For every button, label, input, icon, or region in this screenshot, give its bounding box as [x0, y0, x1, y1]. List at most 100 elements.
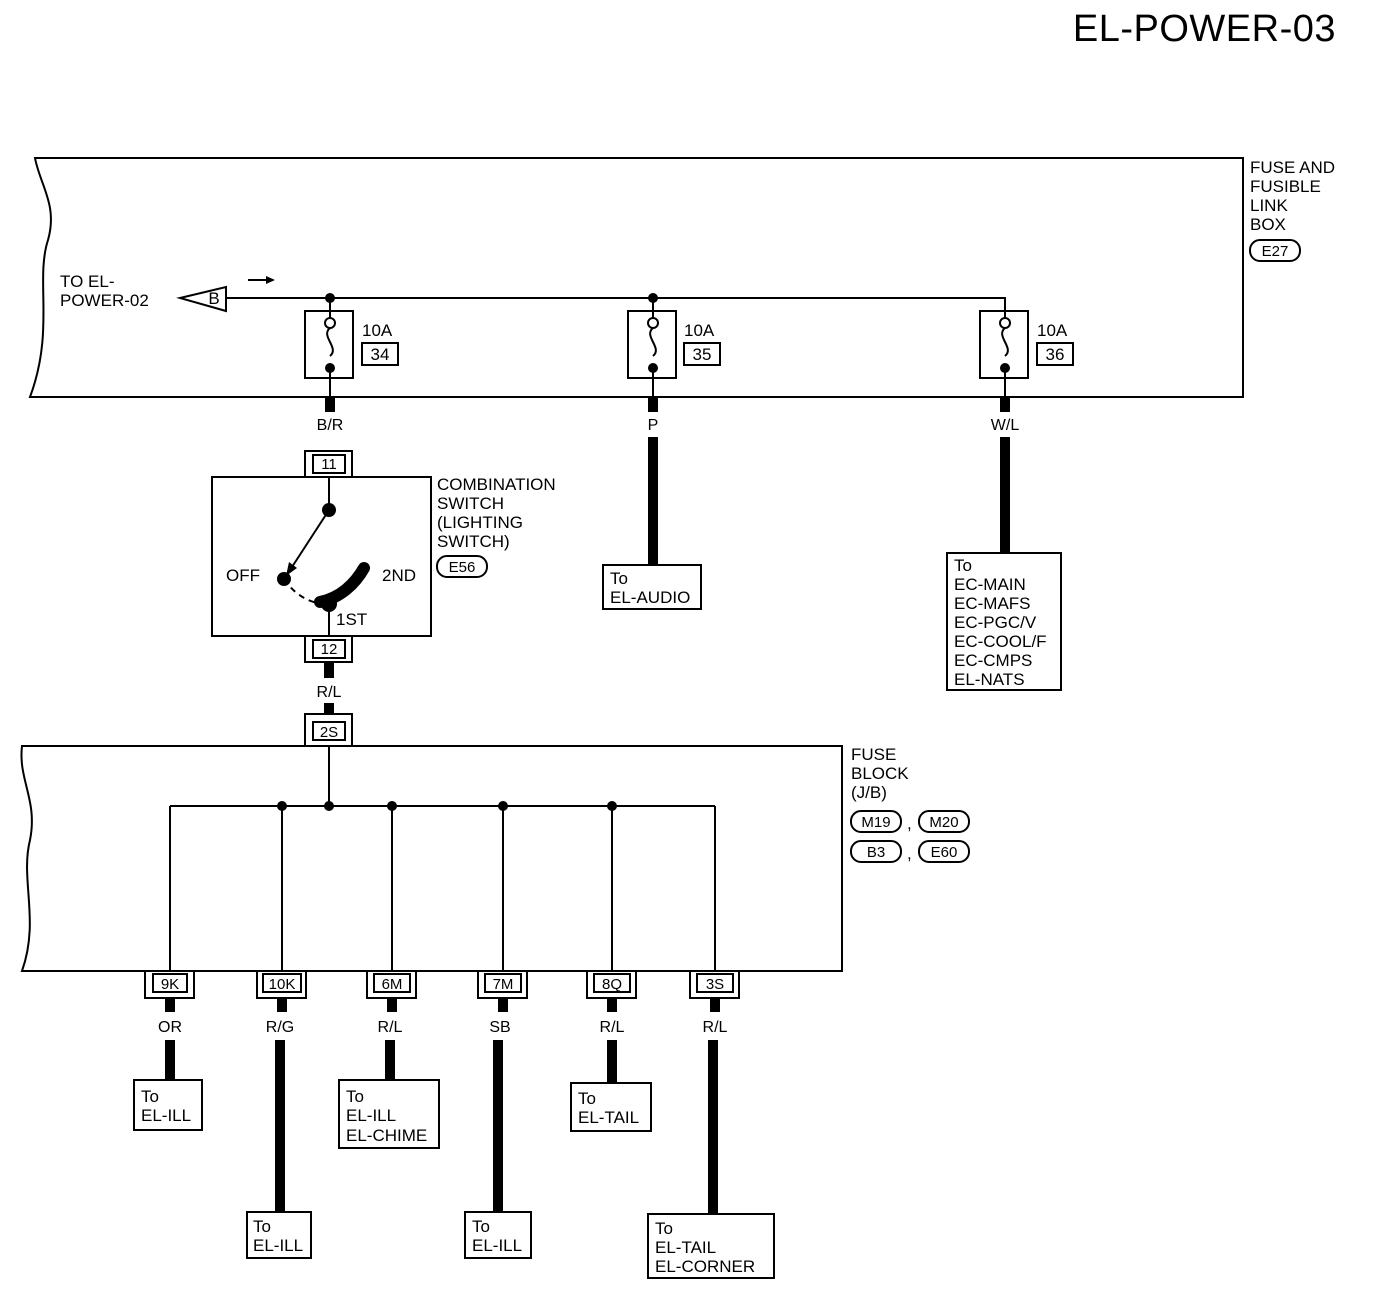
to-power02-label: TO EL- — [60, 272, 114, 291]
svg-text:To: To — [253, 1217, 271, 1236]
svg-text:35: 35 — [693, 345, 712, 364]
svg-text:To: To — [472, 1217, 490, 1236]
combination-switch: 11 COMBINATION SWITCH (LIGHTING SWITCH) … — [211, 450, 556, 663]
fuse-34: 10A 34 — [304, 298, 399, 397]
wire-p: P — [648, 397, 659, 565]
svg-text:10A: 10A — [1037, 321, 1068, 340]
svg-text:EL-NATS: EL-NATS — [954, 670, 1025, 689]
fuse-link-box-label: FUSE AND FUSIBLE LINK BOX — [1250, 158, 1335, 234]
svg-text:P: P — [648, 417, 659, 434]
terminal-2s: 2S — [304, 713, 353, 746]
svg-text:SWITCH): SWITCH) — [437, 532, 510, 551]
svg-text:EL-TAIL: EL-TAIL — [578, 1108, 639, 1127]
svg-text:SB: SB — [489, 1019, 510, 1036]
svg-text:36: 36 — [1046, 345, 1065, 364]
svg-text:EL-ILL: EL-ILL — [141, 1106, 191, 1125]
svg-text:EL-AUDIO: EL-AUDIO — [610, 588, 690, 607]
svg-text:To: To — [655, 1219, 673, 1238]
svg-text:34: 34 — [371, 345, 390, 364]
svg-text:11: 11 — [321, 456, 337, 473]
svg-text:To: To — [954, 556, 972, 575]
svg-text:E60: E60 — [931, 844, 958, 861]
output-3s: 3S R/L To EL-TAIL EL-CORNER — [647, 971, 775, 1279]
svg-text:3S: 3S — [706, 976, 724, 993]
svg-text:EL-TAIL: EL-TAIL — [655, 1238, 716, 1257]
svg-text:B3: B3 — [867, 844, 885, 861]
svg-text:10A: 10A — [684, 321, 715, 340]
svg-text:EL-ILL: EL-ILL — [253, 1236, 303, 1255]
svg-text:E56: E56 — [449, 559, 476, 576]
connector-badges-fuse-block: M19 , M20 B3 , E60 — [850, 810, 970, 863]
wire-wl: W/L — [991, 397, 1020, 553]
svg-text:To: To — [346, 1087, 364, 1106]
switch-pos-2nd: 2ND — [382, 566, 416, 585]
svg-text:EC-PGC/V: EC-PGC/V — [954, 613, 1037, 632]
svg-text:LINK: LINK — [1250, 196, 1288, 215]
svg-text:BLOCK: BLOCK — [851, 764, 909, 783]
to-power02-label-2: POWER-02 — [60, 291, 149, 310]
svg-text:2S: 2S — [320, 724, 338, 741]
svg-text:7M: 7M — [493, 976, 514, 993]
fuse-block: 2S FUSE BLOCK (J/B) M19 , M20 B3 , E60 — [20, 713, 970, 972]
output-6m: 6M R/L To EL-ILL EL-CHIME — [338, 971, 440, 1149]
svg-text:10A: 10A — [362, 321, 393, 340]
switch-pos-1st: 1ST — [336, 610, 367, 629]
output-8q: 8Q R/L To EL-TAIL — [570, 971, 652, 1132]
svg-text:EL-ILL: EL-ILL — [346, 1106, 396, 1125]
wire-rl-switch-out: R/L — [317, 662, 342, 714]
svg-text:EL-CORNER: EL-CORNER — [655, 1257, 755, 1276]
svg-text:BOX: BOX — [1250, 215, 1286, 234]
svg-text:EC-COOL/F: EC-COOL/F — [954, 632, 1047, 651]
fuse-link-box: FUSE AND FUSIBLE LINK BOX E27 TO EL- POW… — [28, 157, 1335, 398]
output-10k: 10K R/G To EL-ILL — [246, 971, 312, 1259]
svg-text:(J/B): (J/B) — [851, 783, 887, 802]
svg-text:12: 12 — [321, 641, 338, 658]
svg-text:10K: 10K — [269, 976, 296, 993]
svg-text:E27: E27 — [1262, 243, 1289, 260]
svg-text:To: To — [610, 569, 628, 588]
svg-text:M20: M20 — [929, 814, 958, 831]
page-title: EL-POWER-03 — [1072, 8, 1336, 50]
terminal-11: 11 — [304, 450, 353, 477]
svg-text:EL-CHIME: EL-CHIME — [346, 1126, 427, 1145]
dest-el-audio: To EL-AUDIO — [602, 564, 702, 610]
svg-text:EC-MAFS: EC-MAFS — [954, 594, 1031, 613]
svg-text:B: B — [208, 289, 219, 308]
svg-text:W/L: W/L — [991, 417, 1020, 434]
svg-text:B/R: B/R — [317, 417, 344, 434]
svg-text:R/L: R/L — [378, 1019, 403, 1036]
switch-pos-off: OFF — [226, 566, 260, 585]
connector-badge-e56: E56 — [436, 555, 488, 578]
svg-text:6M: 6M — [382, 976, 403, 993]
svg-text:COMBINATION: COMBINATION — [437, 475, 556, 494]
current-direction-arrow — [248, 276, 275, 284]
svg-text:EL-ILL: EL-ILL — [472, 1236, 522, 1255]
fuse-36: 10A 36 — [979, 310, 1074, 397]
output-9k: 9K OR To EL-ILL — [133, 971, 203, 1131]
wire-br: B/R — [317, 397, 344, 434]
svg-text:R/G: R/G — [266, 1019, 294, 1036]
connector-badge-e27: E27 — [1249, 239, 1301, 262]
dest-ec-group: To EC-MAIN EC-MAFS EC-PGC/V EC-COOL/F EC… — [946, 552, 1062, 691]
svg-text:R/L: R/L — [600, 1019, 625, 1036]
svg-text:,: , — [907, 844, 912, 863]
svg-text:OR: OR — [158, 1019, 182, 1036]
svg-text:R/L: R/L — [317, 684, 342, 701]
svg-text:To: To — [578, 1089, 596, 1108]
svg-text:9K: 9K — [161, 976, 179, 993]
svg-text:FUSE: FUSE — [851, 745, 896, 764]
svg-text:(LIGHTING: (LIGHTING — [437, 513, 523, 532]
svg-text:EC-MAIN: EC-MAIN — [954, 575, 1026, 594]
terminal-12: 12 — [304, 636, 353, 663]
svg-text:8Q: 8Q — [602, 976, 622, 993]
power-bus — [226, 297, 1006, 318]
svg-text:,: , — [907, 814, 912, 833]
svg-text:EC-CMPS: EC-CMPS — [954, 651, 1032, 670]
svg-text:SWITCH: SWITCH — [437, 494, 504, 513]
svg-text:FUSE AND: FUSE AND — [1250, 158, 1335, 177]
svg-text:FUSIBLE: FUSIBLE — [1250, 177, 1321, 196]
fuse-35: 10A 35 — [627, 298, 721, 397]
offpage-connector-b: B — [176, 285, 227, 313]
svg-text:M19: M19 — [861, 814, 890, 831]
